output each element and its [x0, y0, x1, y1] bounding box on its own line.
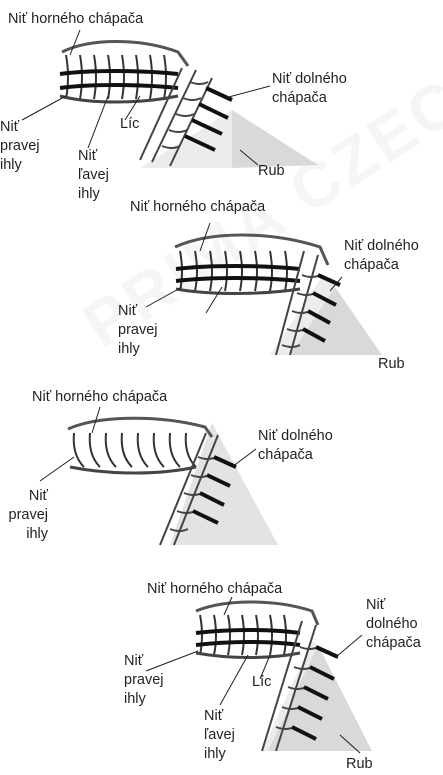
label-lower-looper-thread: Niť dolného chápača [344, 237, 419, 275]
diagram-3: Niť horného chápača Niť dolného chápača … [0, 385, 443, 565]
diagram-4: Niť horného chápača Niť dolného chápača … [0, 575, 443, 775]
needle-loops [70, 433, 196, 473]
label-lower-looper-thread: Niť dolného chápača [258, 427, 333, 465]
label-back: Rub [346, 755, 373, 774]
label-back: Rub [378, 355, 405, 374]
needle-loops [60, 55, 178, 102]
label-right-needle-thread: Niť pravej ihly [118, 302, 158, 359]
stitch-illustration-3 [0, 385, 443, 565]
label-face: Líc [120, 115, 139, 134]
label-right-needle-thread: Niť pravej ihly [0, 118, 40, 175]
label-face: Líc [252, 673, 271, 692]
upper-looper-thread [175, 235, 328, 265]
needle-loops [196, 615, 300, 658]
label-back: Rub [258, 162, 285, 181]
stitch-illustration-2 [0, 195, 443, 395]
diagram-2: Niť horného chápača Niť dolného chápača … [0, 195, 443, 395]
label-upper-looper-thread: Niť horného chápača [8, 10, 143, 29]
stitch-illustration-1 [0, 0, 443, 200]
fabric-back [268, 645, 372, 751]
label-lower-looper-thread: Niť dolného chápača [366, 596, 421, 653]
fabric-back [232, 110, 318, 168]
label-upper-looper-thread: Niť horného chápača [147, 580, 282, 599]
label-right-needle-thread: Niť pravej ihly [0, 487, 48, 544]
diagram-1: Niť horného chápača Niť dolného chápača … [0, 0, 443, 200]
label-upper-looper-thread: Niť horného chápača [32, 388, 167, 407]
label-upper-looper-thread: Niť horného chápača [130, 198, 265, 217]
label-left-needle-thread: Niť ľavej ihly [204, 707, 235, 764]
label-lower-looper-thread: Niť dolného chápača [272, 70, 347, 108]
needle-loops [176, 251, 300, 294]
label-right-needle-thread: Niť pravej ihly [124, 652, 164, 709]
